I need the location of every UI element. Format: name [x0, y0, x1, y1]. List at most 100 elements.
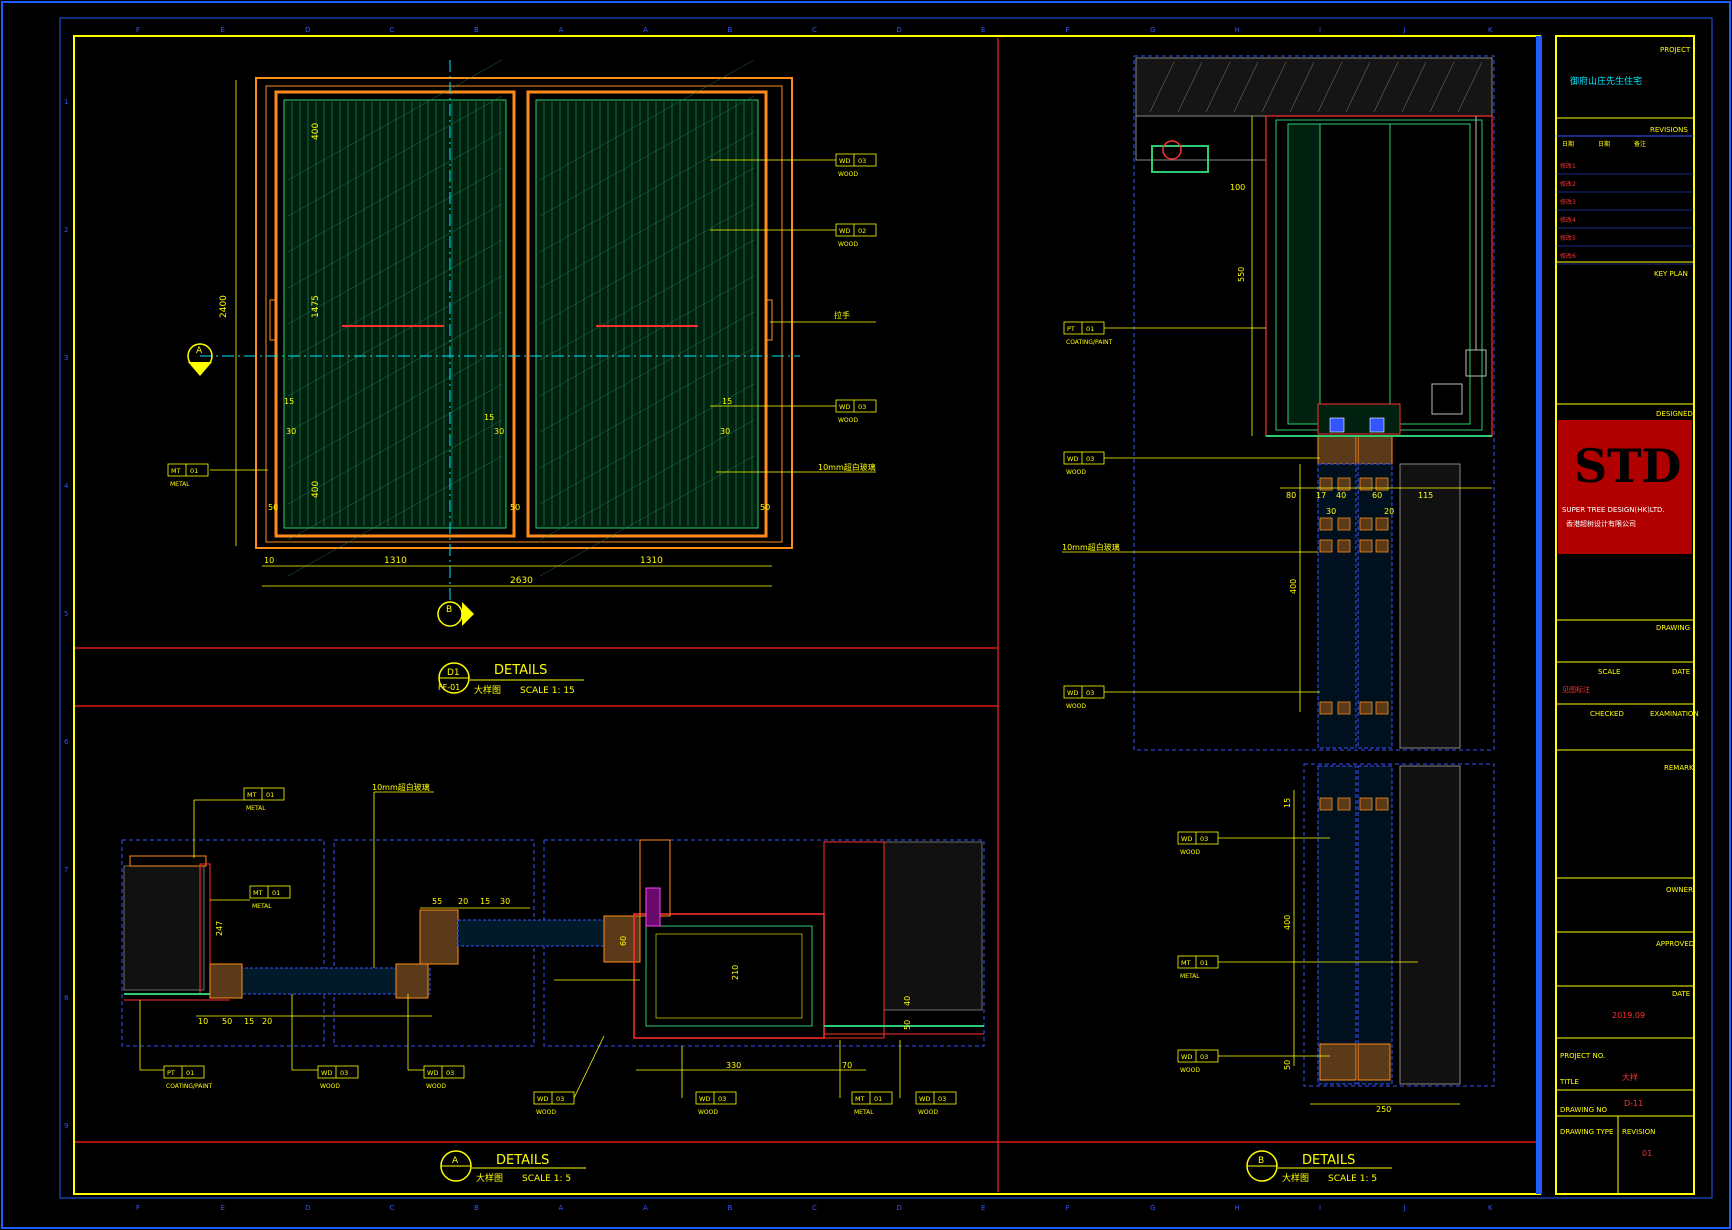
ceiling-hatch-line: [1289, 61, 1315, 113]
grid-label-left: 2: [64, 226, 68, 234]
tag-code: WD: [1067, 689, 1078, 697]
grid-label-top: A: [559, 26, 564, 34]
glass-diag: [539, 455, 755, 577]
tag-material: METAL: [246, 805, 266, 812]
glass-diag: [539, 95, 755, 217]
tb-checked: CHECKED: [1590, 710, 1624, 718]
grid-label-bottom: B: [728, 1204, 733, 1212]
tb-drawing-no: DRAWING NO: [1560, 1106, 1607, 1114]
glass-diag: [539, 59, 755, 181]
ceiling-hatch-line: [1149, 61, 1175, 113]
ceiling-slab: [1135, 57, 1493, 117]
dim-247: 247: [215, 921, 224, 936]
tag-number: 01: [190, 467, 198, 475]
grid-label-bottom: E: [221, 1204, 225, 1212]
tag-number: 01: [266, 791, 274, 799]
tb-revisions: REVISIONS: [1650, 126, 1688, 134]
d1-marker: D1: [447, 668, 460, 678]
handle-label: 拉手: [834, 310, 850, 320]
ceiling-hatch-line: [1261, 61, 1287, 113]
dim-100: 100: [1230, 183, 1245, 192]
d1-subtitle: 大样图: [474, 684, 501, 696]
frame-block-small: [1375, 701, 1389, 715]
pull-right: [765, 299, 773, 341]
grid-label-top: G: [1150, 26, 1155, 34]
grid-label-top: C: [390, 26, 395, 34]
frame-block-1: [209, 963, 243, 999]
tag-material: WOOD: [320, 1083, 340, 1090]
roller-right: [1369, 417, 1385, 433]
tb-date: DATE: [1672, 668, 1690, 676]
title-block: PROJECT 御府山庄先生住宅 REVISIONS 日期日期备注修改1修改2修…: [1555, 35, 1699, 1195]
grid-label-left: 5: [64, 610, 68, 618]
glass-diag: [287, 167, 503, 289]
ceiling-hatch: [1149, 61, 1483, 113]
dim-30-row: 30: [286, 427, 296, 436]
a-subtitle: 大样图: [476, 1172, 503, 1184]
ceiling-hatch-line: [1457, 61, 1483, 113]
tag-material: WOOD: [1066, 469, 1086, 476]
tb-scale: SCALE: [1598, 668, 1620, 676]
sec-b-box-bottom: [1303, 763, 1495, 1087]
sheet-border: [59, 17, 1713, 1199]
dim-60: 60: [1372, 491, 1382, 500]
leaf-v-2b: [1357, 765, 1393, 1085]
rev-col-header: 日期: [1598, 140, 1610, 148]
dim-20-b: 20: [1384, 507, 1394, 516]
frame-block-small: [1359, 539, 1373, 553]
tag-material: WOOD: [838, 171, 858, 178]
ceiling-hatch-line: [1373, 61, 1399, 113]
wall-vb: [1399, 765, 1461, 1085]
grid-label-top: E: [221, 26, 225, 34]
dim-2400: 2400: [219, 295, 229, 318]
top-rail-block-1: [1317, 435, 1357, 465]
tag-material: METAL: [854, 1109, 874, 1116]
dim-60-secA: 60: [619, 936, 628, 946]
grid-label-left: 9: [64, 1122, 68, 1130]
dim-10-secA: 10: [198, 1017, 208, 1026]
tb-title-label: TITLE: [1559, 1078, 1579, 1086]
d1-scale: SCALE 1: 15: [520, 686, 575, 696]
dim-50-b: 50: [510, 503, 520, 512]
tag-number: 03: [340, 1069, 348, 1077]
tb-company-cn: 香港超树设计有限公司: [1566, 519, 1636, 528]
sprinkler-icon: [1162, 140, 1182, 160]
frame-block-small: [1375, 517, 1389, 531]
dim-330: 330: [726, 1061, 741, 1070]
frame-block-small: [1319, 517, 1333, 531]
tag-code: PT: [1067, 325, 1075, 333]
leaf-v-1: [1317, 463, 1357, 749]
tag-code: WD: [919, 1095, 930, 1103]
glass-diag: [287, 203, 503, 325]
tag-material: WOOD: [426, 1083, 446, 1090]
grid-label-bottom: A: [643, 1204, 648, 1212]
glass-label-a: 10mm超白玻璃: [372, 782, 430, 792]
grid-label-left: 7: [64, 866, 68, 874]
tb-remark: REMARK: [1664, 764, 1694, 772]
tag-material: WOOD: [838, 241, 858, 248]
dim-400-mid: 400: [311, 481, 321, 498]
glass-diag: [287, 239, 503, 361]
pocket-outer: [633, 913, 825, 1039]
tb-scale-value: 见图标注: [1562, 685, 1590, 694]
rev-col-header: 备注: [1634, 140, 1646, 148]
pocket-mid: [655, 933, 803, 1019]
grid-label-top: K: [1488, 26, 1493, 34]
grid-label-bottom: B: [474, 1204, 479, 1212]
dim-1310-left: 1310: [384, 556, 407, 566]
grid-label-top: J: [1403, 26, 1406, 34]
grid-label-bottom: C: [812, 1204, 817, 1212]
tb-logo-box: [1558, 420, 1692, 554]
rev-row-label: 修改5: [1560, 234, 1576, 242]
tag-material: COATING/PAINT: [166, 1083, 213, 1090]
leaf-v-2: [1357, 463, 1393, 749]
glass-diag: [539, 383, 755, 505]
header-panel: [1287, 123, 1321, 425]
glass-diag: [539, 167, 755, 289]
grid-label-bottom: E: [981, 1204, 985, 1212]
